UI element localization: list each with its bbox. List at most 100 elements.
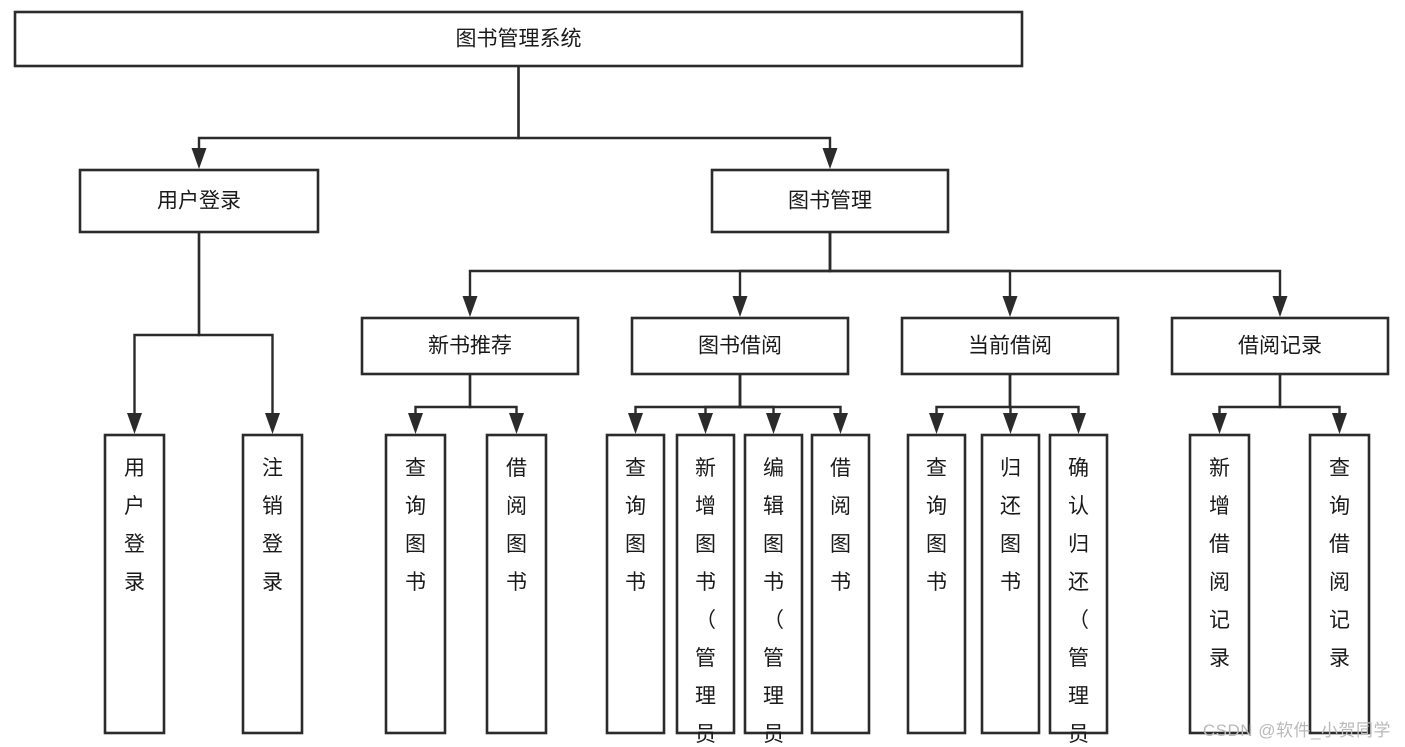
node-box-leaf-borrow-book-recommend[interactable] [485, 433, 548, 735]
connector-root-to-book-manage [517, 66, 838, 169]
node-box-leaf-confirm-return-admin[interactable] [1048, 433, 1109, 735]
node-box-borrow-record[interactable] [1170, 316, 1390, 376]
arrow-head-icon [833, 413, 848, 434]
arrow-head-icon [822, 148, 838, 169]
arrow-head-icon [408, 413, 423, 434]
node-box-leaf-query-book-recommend[interactable] [384, 433, 447, 735]
node-leaf-borrow-book[interactable]: 借阅图书 [810, 433, 871, 735]
connector-borrow-record-to-leaf-add-borrow-record [1212, 374, 1282, 434]
node-book-manage[interactable]: 图书管理 [710, 168, 950, 234]
node-label-leaf-add-book-admin: 新增图书（管理员） [695, 457, 716, 747]
connector-book-borrow-to-leaf-add-book-admin [698, 374, 742, 434]
connector-new-book-recommend-to-leaf-query-book-recommend [408, 374, 472, 434]
node-label-leaf-query-book-borrow: 查询图书 [625, 457, 646, 594]
node-box-leaf-edit-book-admin[interactable] [743, 433, 804, 735]
connector-root-to-user-login [191, 66, 520, 169]
arrow-head-icon [509, 413, 524, 434]
node-borrow-record[interactable]: 借阅记录 [1170, 316, 1390, 376]
node-root[interactable]: 图书管理系统 [13, 10, 1024, 68]
connector-book-borrow-to-leaf-borrow-book [738, 374, 848, 434]
node-leaf-query-book-recommend[interactable]: 查询图书 [384, 433, 447, 735]
node-box-leaf-query-book-borrow[interactable] [605, 433, 666, 735]
connector-current-borrow-to-leaf-query-book-current [929, 374, 1012, 434]
node-leaf-query-book-current[interactable]: 查询图书 [906, 433, 967, 735]
connector-book-manage-to-book-borrow [732, 232, 832, 317]
arrow-head-icon [127, 413, 142, 434]
arrow-head-icon [1002, 296, 1018, 317]
node-leaf-borrow-book-recommend[interactable]: 借阅图书 [485, 433, 548, 735]
node-label-leaf-borrow-book-recommend: 借阅图书 [506, 457, 527, 594]
connector-user-login-to-leaf-user-login [127, 232, 201, 434]
node-label-leaf-query-borrow-record: 查询借阅记录 [1329, 457, 1350, 670]
connector-book-manage-to-borrow-record [828, 232, 1288, 317]
node-box-leaf-logout-login[interactable] [241, 433, 304, 735]
node-label-borrow-record: 借阅记录 [1238, 335, 1322, 358]
connector-book-manage-to-current-borrow [828, 232, 1018, 317]
node-new-book-recommend[interactable]: 新书推荐 [360, 316, 580, 376]
node-user-login[interactable]: 用户登录 [78, 168, 320, 234]
node-label-leaf-borrow-book: 借阅图书 [830, 457, 851, 594]
connector-book-borrow-to-leaf-edit-book-admin [738, 374, 781, 434]
arrow-head-icon [191, 148, 207, 169]
node-leaf-query-borrow-record[interactable]: 查询借阅记录 [1308, 433, 1371, 735]
node-box-leaf-user-login[interactable] [103, 433, 166, 735]
arrow-head-icon [462, 296, 478, 317]
node-label-current-borrow: 当前借阅 [968, 335, 1052, 358]
connector-book-manage-to-new-book-recommend [462, 232, 832, 317]
node-label-book-manage: 图书管理 [788, 190, 872, 213]
node-leaf-user-login[interactable]: 用户登录 [103, 433, 166, 735]
connector-borrow-record-to-leaf-query-borrow-record [1278, 374, 1347, 434]
connector-new-book-recommend-to-leaf-borrow-book-recommend [468, 374, 524, 434]
node-leaf-add-borrow-record[interactable]: 新增借阅记录 [1188, 433, 1251, 735]
node-label-leaf-logout-login: 注销登录 [262, 457, 283, 594]
node-box-root[interactable] [13, 10, 1024, 68]
node-label-user-login: 用户登录 [157, 190, 241, 213]
arrow-head-icon [732, 296, 748, 317]
arrow-head-icon [1212, 413, 1227, 434]
connector-current-borrow-to-leaf-confirm-return-admin [1008, 374, 1086, 434]
node-label-book-borrow: 图书借阅 [698, 335, 782, 358]
node-leaf-logout-login[interactable]: 注销登录 [241, 433, 304, 735]
node-label-root: 图书管理系统 [456, 28, 582, 51]
connector-book-borrow-to-leaf-query-book-borrow [628, 374, 742, 434]
arrow-head-icon [766, 413, 781, 434]
node-book-borrow[interactable]: 图书借阅 [630, 316, 850, 376]
node-label-leaf-confirm-return-admin: 确认归还（管理员） [1068, 457, 1089, 747]
arrow-head-icon [1003, 413, 1018, 434]
node-leaf-edit-book-admin[interactable]: 编辑图书（管理员） [743, 433, 804, 747]
node-box-leaf-query-borrow-record[interactable] [1308, 433, 1371, 735]
node-label-new-book-recommend: 新书推荐 [428, 335, 512, 358]
node-label-leaf-edit-book-admin: 编辑图书（管理员） [763, 457, 784, 747]
node-box-leaf-return-book[interactable] [980, 433, 1041, 735]
connector-user-login-to-leaf-logout-login [197, 232, 280, 434]
node-leaf-return-book[interactable]: 归还图书 [980, 433, 1041, 735]
arrow-head-icon [1332, 413, 1347, 434]
arrow-head-icon [1071, 413, 1086, 434]
node-label-leaf-query-book-current: 查询图书 [926, 457, 947, 594]
node-box-new-book-recommend[interactable] [360, 316, 580, 376]
node-label-leaf-add-borrow-record: 新增借阅记录 [1209, 457, 1230, 670]
node-box-user-login[interactable] [78, 168, 320, 234]
node-box-leaf-query-book-current[interactable] [906, 433, 967, 735]
arrow-head-icon [698, 413, 713, 434]
node-current-borrow[interactable]: 当前借阅 [900, 316, 1120, 376]
node-box-current-borrow[interactable] [900, 316, 1120, 376]
node-box-leaf-add-book-admin[interactable] [675, 433, 736, 735]
arrow-head-icon [265, 413, 280, 434]
node-leaf-confirm-return-admin[interactable]: 确认归还（管理员） [1048, 433, 1109, 747]
arrow-head-icon [628, 413, 643, 434]
arrow-head-icon [1272, 296, 1288, 317]
node-leaf-query-book-borrow[interactable]: 查询图书 [605, 433, 666, 735]
node-label-leaf-return-book: 归还图书 [1000, 457, 1021, 594]
node-label-leaf-query-book-recommend: 查询图书 [405, 457, 426, 594]
node-box-book-manage[interactable] [710, 168, 950, 234]
node-box-book-borrow[interactable] [630, 316, 850, 376]
node-box-leaf-add-borrow-record[interactable] [1188, 433, 1251, 735]
node-layer: 图书管理系统用户登录图书管理新书推荐图书借阅当前借阅借阅记录用户登录注销登录查询… [13, 10, 1390, 747]
csdn-watermark: CSDN @软件_小贺同学 [1202, 721, 1391, 740]
edge-layer [127, 66, 1347, 434]
node-leaf-add-book-admin[interactable]: 新增图书（管理员） [675, 433, 736, 747]
node-box-leaf-borrow-book[interactable] [810, 433, 871, 735]
